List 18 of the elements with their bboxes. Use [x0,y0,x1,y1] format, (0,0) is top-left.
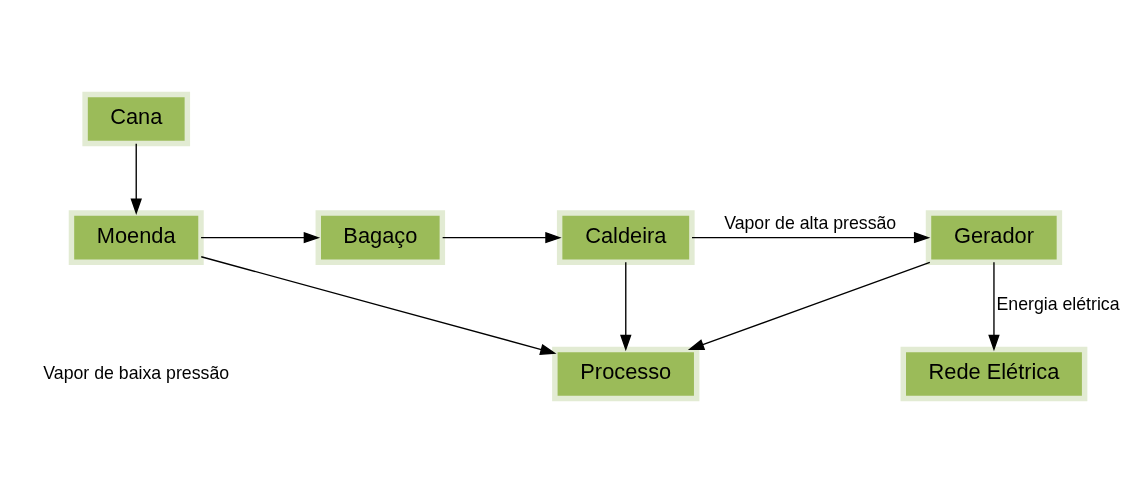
arrow [988,261,1000,352]
edge-label: Energia elétrica [996,294,1120,315]
edge-label: Vapor de alta pressão [724,212,897,233]
node-box: Bagaço [315,210,446,265]
arrow [200,256,557,355]
arrow [200,231,321,244]
node-box: Processo [552,346,700,402]
arrow [130,143,142,215]
label: Vapor de baixa pressão [43,362,230,383]
node-box: Cana [82,91,191,147]
node-box: Caldeira [556,210,695,265]
node-box: Moenda [68,210,204,265]
node-box: Gerador [925,210,1063,265]
arrow [687,261,931,351]
node-box: Rede Elétrica [900,346,1088,402]
arrow [441,231,562,244]
arrow [691,231,931,244]
arrow [620,261,632,352]
